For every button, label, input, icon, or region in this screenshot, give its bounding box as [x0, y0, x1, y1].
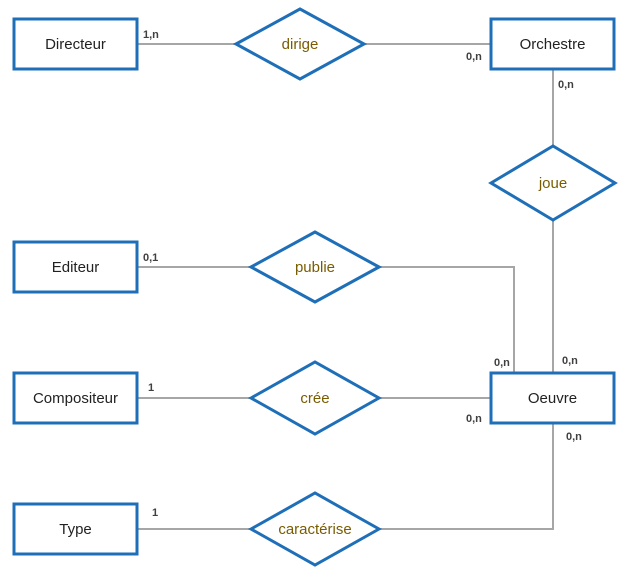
relation-label-caracterise: caractérise [278, 521, 351, 538]
entity-label-directeur: Directeur [45, 36, 106, 53]
cardinalities: 1,n 0,n 0,n 0,1 0,n 0,n 1 0,n 0,n 1 [143, 29, 582, 519]
relation-caracterise[interactable]: caractérise [247, 491, 383, 567]
entity-editeur[interactable]: Editeur [12, 240, 139, 294]
entity-label-oeuvre: Oeuvre [528, 390, 577, 407]
relation-label-publie: publie [295, 259, 335, 276]
cardinality-oeuvre-caracterise: 0,n [566, 431, 582, 443]
entity-label-orchestre: Orchestre [520, 36, 586, 53]
cardinality-orchestre-dirige: 0,n [466, 51, 482, 63]
relation-label-joue: joue [538, 175, 567, 192]
entity-label-editeur: Editeur [52, 259, 100, 276]
cardinality-orchestre-joue: 0,n [558, 79, 574, 91]
cardinality-compositeur-cree: 1 [148, 382, 154, 394]
relation-label-cree: crée [300, 390, 329, 407]
cardinality-oeuvre-publie: 0,n [494, 357, 510, 369]
entity-oeuvre[interactable]: Oeuvre [489, 371, 616, 425]
relation-joue[interactable]: joue [488, 144, 618, 222]
entity-label-type: Type [59, 521, 92, 538]
relation-cree[interactable]: crée [247, 360, 383, 436]
relation-publie[interactable]: publie [247, 230, 383, 304]
entity-compositeur[interactable]: Compositeur [12, 371, 139, 425]
relation-label-dirige: dirige [282, 36, 319, 53]
entity-directeur[interactable]: Directeur [12, 17, 139, 71]
entity-type[interactable]: Type [12, 502, 139, 556]
entity-orchestre[interactable]: Orchestre [489, 17, 616, 71]
cardinality-oeuvre-cree: 0,n [466, 413, 482, 425]
cardinality-editeur-publie: 0,1 [143, 252, 158, 264]
cardinality-oeuvre-joue: 0,n [562, 355, 578, 367]
cardinality-directeur-dirige: 1,n [143, 29, 159, 41]
relation-dirige[interactable]: dirige [232, 7, 368, 81]
entity-label-compositeur: Compositeur [33, 390, 118, 407]
cardinality-type-caracterise: 1 [152, 507, 158, 519]
